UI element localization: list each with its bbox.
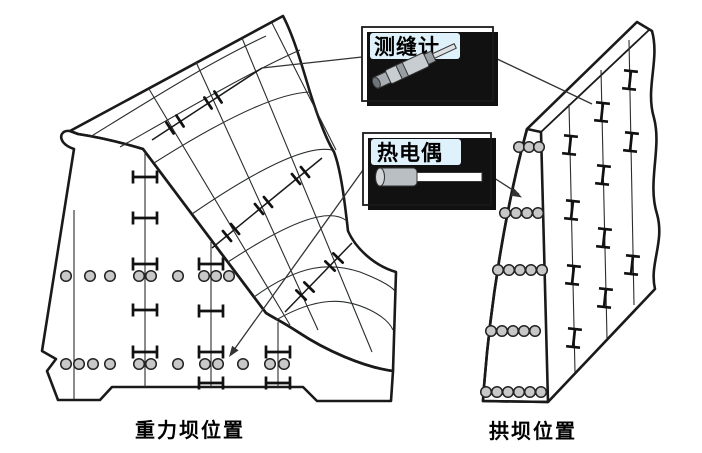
caption-gravity-dam: 重力坝位置 <box>135 418 245 442</box>
joint-meter-marker <box>621 130 641 154</box>
joint-meter-marker <box>620 68 640 92</box>
thermocouple-marker <box>512 140 526 154</box>
callout-thermocouple: 热电偶 <box>362 132 496 210</box>
thermocouple-marker <box>531 206 545 220</box>
thermocouple-marker <box>501 385 515 399</box>
thermocouple-marker <box>523 385 537 399</box>
joint-meter-tick-marks <box>221 165 311 243</box>
thermocouple-marker <box>144 269 158 283</box>
thermocouple-marker <box>522 140 536 154</box>
thermocouple-marker <box>132 269 146 283</box>
thermocouple-marker <box>171 357 185 371</box>
thermocouple-marker <box>222 269 236 283</box>
thermocouple-marker <box>198 357 212 371</box>
thermocouple-marker <box>144 357 158 371</box>
thermocouple-marker <box>491 263 505 277</box>
thermocouple-marker <box>495 324 509 338</box>
thermocouple-marker <box>211 357 225 371</box>
joint-meter-marker <box>593 163 613 187</box>
gravity-dam-monolith-joints <box>73 152 279 399</box>
gravity-dam-downstream-face <box>68 14 398 373</box>
arch-dam-crest-line <box>540 29 650 133</box>
thermocouple-marker <box>59 357 73 371</box>
joint-meter-tick-marks <box>294 252 345 301</box>
gravity-dam <box>40 14 398 403</box>
thermocouple-marker <box>490 385 504 399</box>
thermocouple-marker <box>479 385 493 399</box>
joint-meter-marker <box>563 263 583 287</box>
thermocouple-marker <box>236 357 250 371</box>
thermocouple-marker <box>532 140 546 154</box>
joint-meter-marker <box>562 198 582 222</box>
arch-dam <box>479 20 661 404</box>
thermocouple-icon <box>375 167 483 187</box>
leader-thermocouple-to-gravity-dam <box>230 169 364 355</box>
arrowhead-icon <box>510 188 522 198</box>
thermocouple-marker <box>59 269 73 283</box>
thermocouple-marker <box>83 269 97 283</box>
thermocouple-marker <box>520 206 534 220</box>
callout-box <box>361 26 494 102</box>
joint-meter-marker <box>564 326 584 350</box>
leader-joint-meter-to-gravity-dam <box>261 56 363 69</box>
thermocouple-marker <box>86 357 100 371</box>
joint-meter-tick-marks <box>165 90 223 135</box>
callout-joint-meter: 测缝计 <box>361 26 498 106</box>
thermocouple-marker <box>506 324 520 338</box>
thermocouple-marker <box>509 206 523 220</box>
leader-joint-meter-to-arch-dam <box>492 56 593 105</box>
joint-meter-marker <box>592 100 612 124</box>
callout-box <box>362 132 492 206</box>
arch-dam-side-band <box>481 127 550 404</box>
thermocouple-marker <box>534 385 548 399</box>
gravity-dam-joint-lines <box>148 22 373 353</box>
callout-label-bg <box>371 139 461 165</box>
thermocouple-marker <box>277 357 291 371</box>
joint-meter-chains <box>151 67 353 313</box>
thermocouple-marker <box>209 269 223 283</box>
thermocouple-marker <box>171 269 185 283</box>
thermocouple-marker <box>512 385 526 399</box>
thermocouple-marker <box>132 357 146 371</box>
thermocouple-marker <box>103 357 117 371</box>
thermocouple-marker <box>502 263 516 277</box>
caption-arch-dam: 拱坝位置 <box>489 419 577 443</box>
joint-meter-chain-line <box>284 242 353 313</box>
joint-meter-marker <box>594 226 614 250</box>
thermocouple-marker <box>524 263 538 277</box>
thermocouple-marker <box>513 263 527 277</box>
arrowhead-icon <box>229 345 239 357</box>
thermocouple-marker <box>528 324 542 338</box>
joint-meter-marker <box>560 133 580 157</box>
thermocouple-marker <box>498 206 512 220</box>
thermocouple-marker <box>263 357 277 371</box>
joint-meter-marker <box>622 253 642 277</box>
thermocouple-marker <box>535 263 549 277</box>
thermocouple-marker <box>103 269 117 283</box>
thermocouple-marker <box>72 357 86 371</box>
thermocouple-marker <box>517 324 531 338</box>
callout-thermocouple-label: 热电偶 <box>377 141 443 165</box>
thermocouple-marker <box>197 269 211 283</box>
joint-meter-chain-line <box>211 157 323 249</box>
joint-meter-icon <box>371 42 457 90</box>
joint-meter-marker <box>595 286 615 310</box>
thermocouple-marker <box>484 324 498 338</box>
